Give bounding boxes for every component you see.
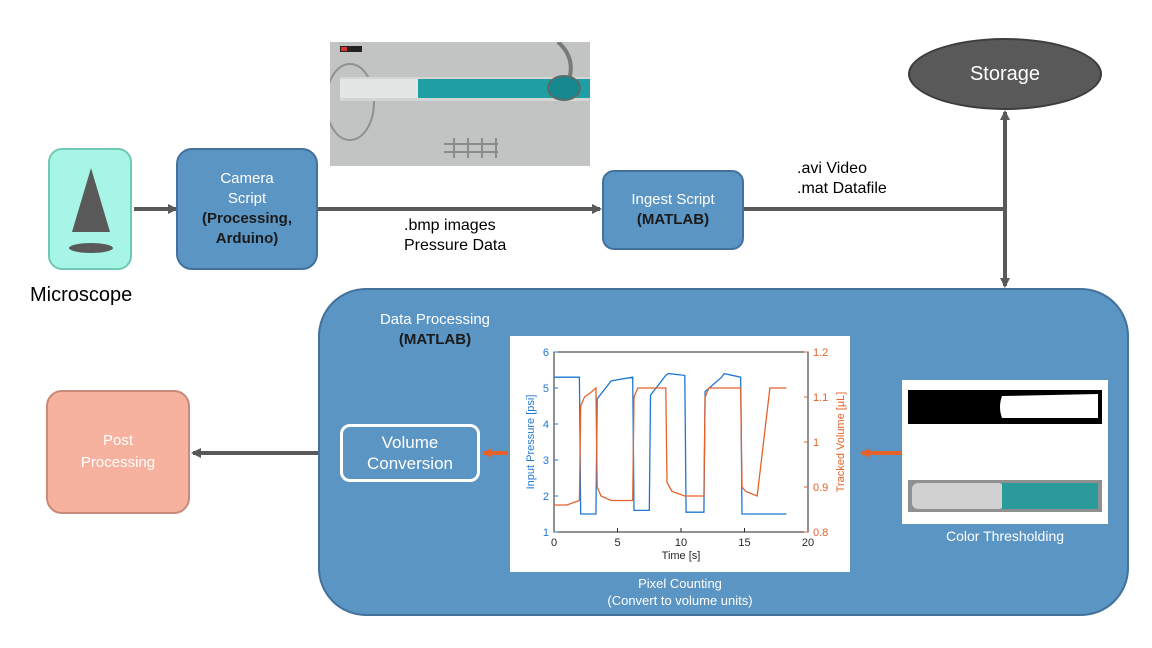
camera-script-bold2: Arduino) [215,230,279,247]
edge-label-bmp: .bmp images Pressure Data [404,216,506,256]
pressure-series-line [554,372,787,515]
volume-series-line [554,386,787,506]
y-left-tick-label: 2 [543,491,549,503]
y-right-axis-label: Tracked Volume [µL] [835,392,847,493]
microscope-icon [69,168,113,253]
data-processing-bold1: (MATLAB) [398,331,472,348]
post-processing-node: Post Processing [46,390,190,514]
camera-script-line2: Script [227,190,267,207]
y-left-tick-label: 3 [543,455,549,467]
edge-label-bmp-line2: Pressure Data [404,237,507,254]
edge-label-avi-line1: .avi Video [797,160,867,177]
microscope-node [48,148,132,270]
pixel-counting-line1: Pixel Counting [638,576,722,591]
volume-conversion-node: Volume Conversion [340,424,480,482]
data-processing-title: Data Processing (MATLAB) [360,308,510,352]
pixel-counting-line2: (Convert to volume units) [607,593,753,608]
ingest-script-line1: Ingest Script [631,191,715,208]
y-right-tick-label: 1 [813,437,819,449]
x-tick-label: 10 [675,537,687,549]
volume-conversion-line2: Conversion [367,454,453,473]
camera-script-line1: Camera [220,170,274,187]
ingest-script-bold1: (MATLAB) [636,211,710,228]
y-left-tick-label: 5 [543,383,549,395]
data-processing-line1: Data Processing [379,311,491,328]
x-tick-label: 0 [551,537,557,549]
pixel-counting-caption: Pixel Counting (Convert to volume units) [560,572,800,612]
y-left-tick-label: 4 [543,419,549,431]
x-tick-label: 20 [802,537,814,549]
y-right-tick-label: 0.9 [813,482,828,494]
y-left-tick-label: 6 [543,347,549,359]
edge-label-avi-line2: .mat Datafile [797,180,887,197]
post-processing-line2: Processing [80,454,156,471]
y-right-tick-label: 0.8 [813,527,828,539]
storage-label: Storage [969,62,1041,85]
color-thresholding-caption: Color Thresholding [945,528,1065,544]
plot-area-frame [553,351,809,533]
post-processing-line1: Post [102,432,133,449]
y-left-axis-label: Input Pressure [psi] [525,395,537,490]
camera-script-node: Camera Script (Processing, Arduino) [176,148,318,270]
microscope-label: Microscope [30,284,133,306]
y-left-tick-label: 1 [543,527,549,539]
volume-conversion-line1: Volume [381,433,439,452]
x-tick-label: 15 [738,537,750,549]
y-right-tick-label: 1.2 [813,347,828,359]
storage-node: Storage [908,38,1102,110]
x-tick-label: 5 [614,537,620,549]
x-axis-label: Time [s] [662,550,701,562]
camera-script-bold1: (Processing, [201,210,293,227]
threshold-panel [902,380,1108,524]
y-right-tick-label: 1.1 [813,392,828,404]
threshold-images [908,390,1102,512]
ingest-script-node: Ingest Script (MATLAB) [602,170,744,250]
edge-label-bmp-line1: .bmp images [404,217,496,234]
camera-frame-image [330,42,590,166]
edge-label-avi: .avi Video .mat Datafile [797,159,887,199]
